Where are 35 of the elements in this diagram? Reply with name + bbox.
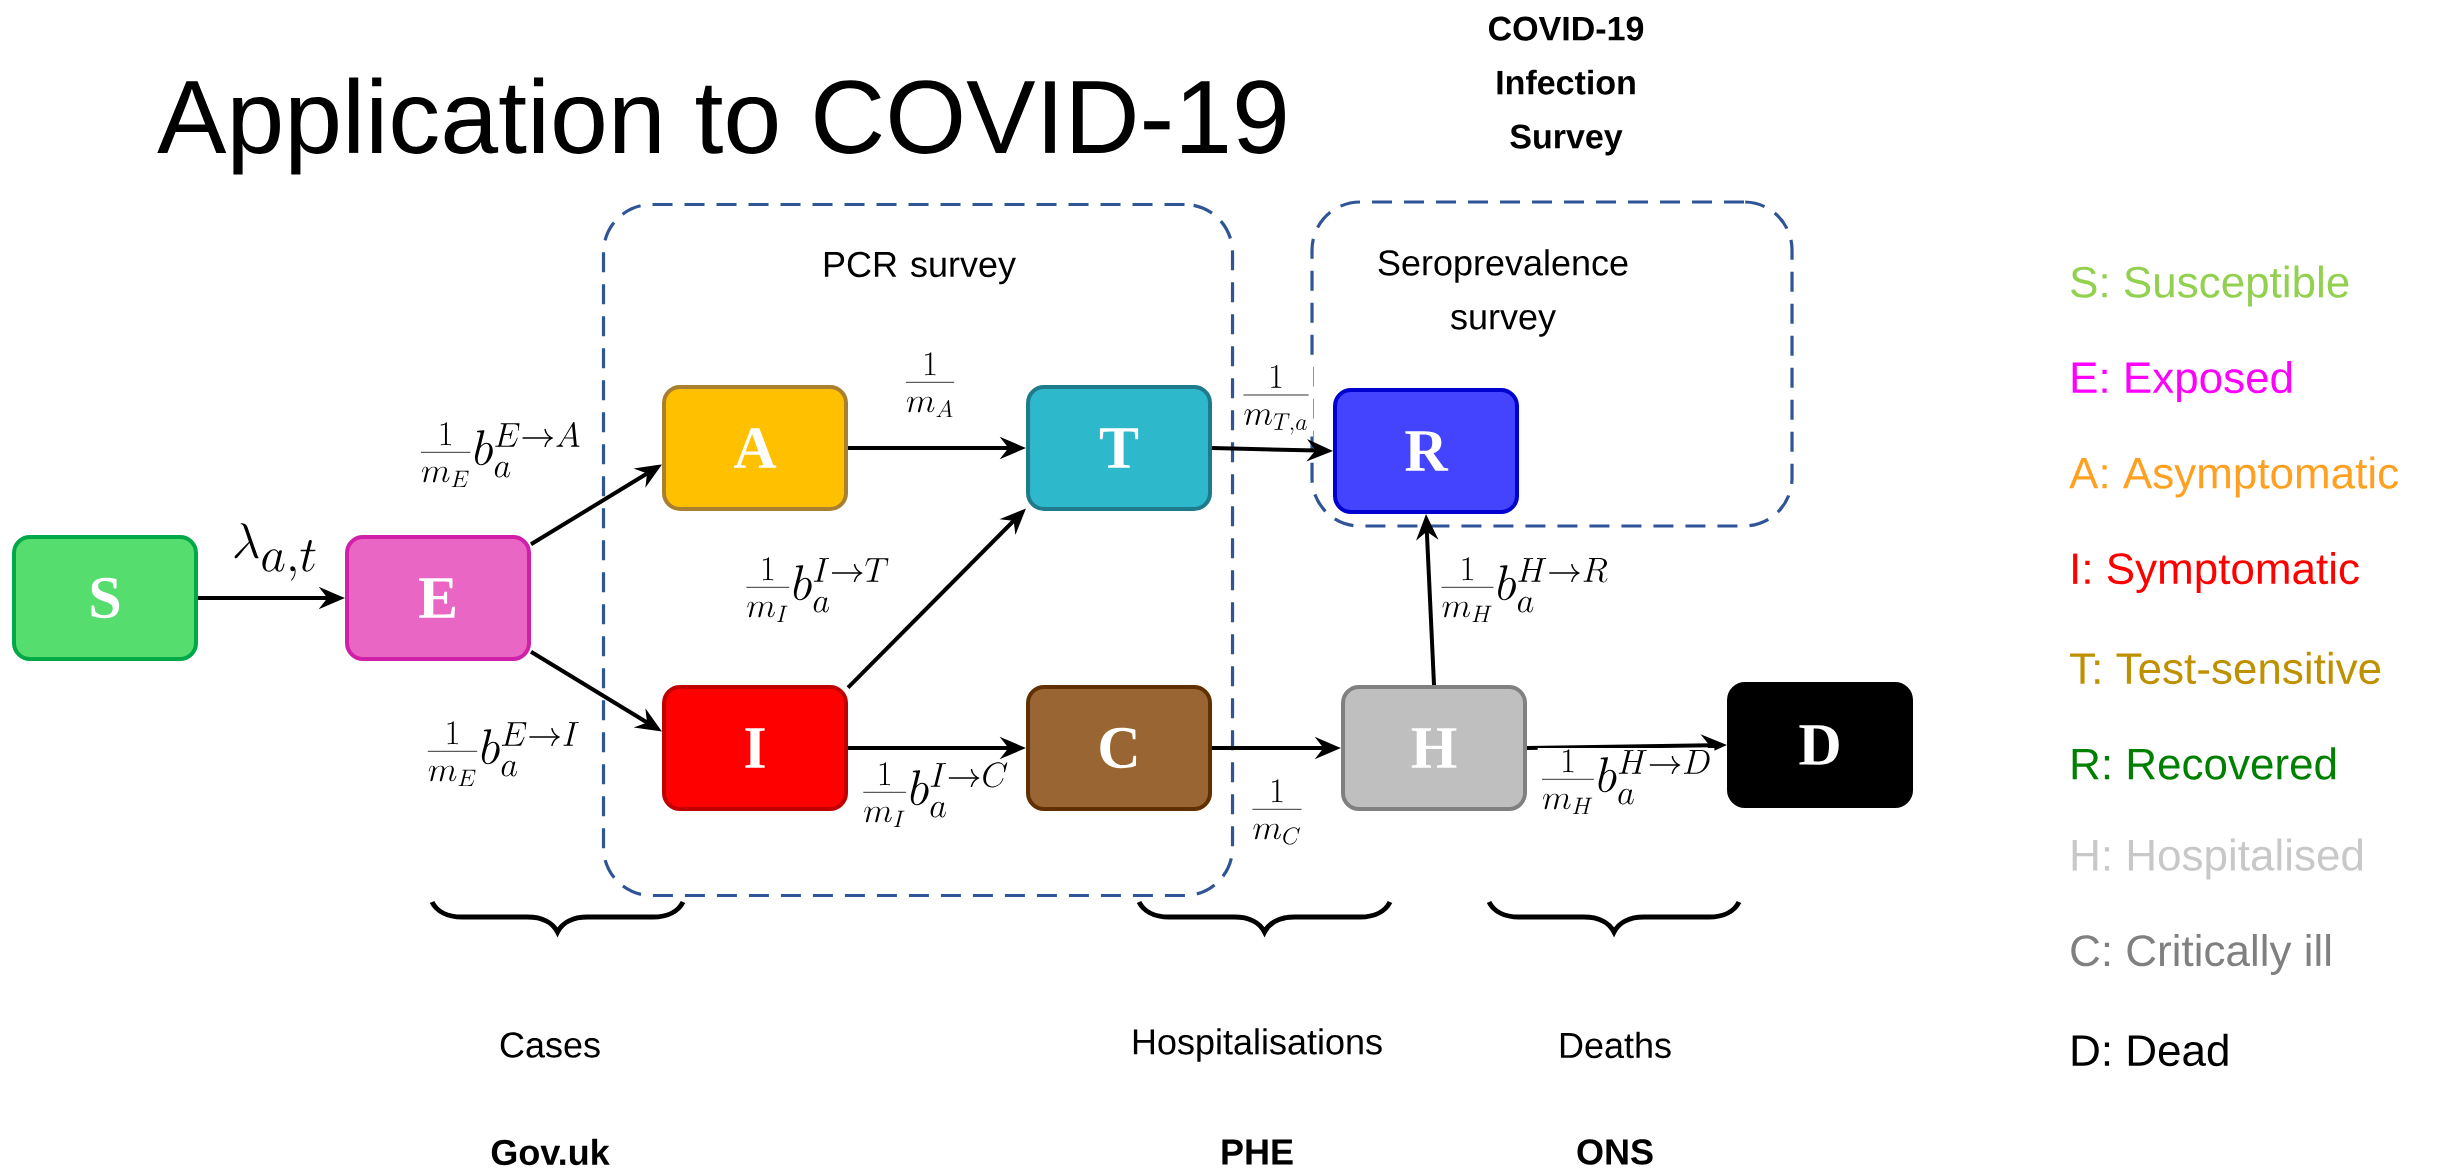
- edge-label: $\frac{1}{m_E} b_a^{E\rightarrow A}$: [416, 420, 584, 490]
- legend-entry: E: Exposed: [2072, 360, 2292, 402]
- legend-entry: D: Dead: [2072, 1033, 2228, 1067]
- state-box: I: [662, 685, 848, 811]
- data-label: Hospitalisations: [1133, 1028, 1382, 1062]
- legend-entry: C: Critically ill: [2071, 933, 2331, 975]
- edge-label: $\frac{1}{m_I} b_a^{I\rightarrow T}$: [741, 555, 893, 625]
- source-label: Gov.uk: [491, 1138, 610, 1166]
- edge-label: $\frac{1}{m_E} b_a^{E\rightarrow I}$: [423, 719, 583, 789]
- state-box: C: [1026, 685, 1212, 811]
- legend-entry: T: Test-sensitive: [2070, 651, 2381, 685]
- title: Application to COVID-19: [157, 77, 1285, 175]
- legend-entry: A: Asymptomatic: [2069, 456, 2398, 498]
- data-label: Cases: [500, 1032, 600, 1058]
- survey-heading: COVID-19 Infection Survey: [1489, 16, 1644, 156]
- state-box: E: [345, 535, 531, 661]
- legend-entry: S: Susceptible: [2071, 265, 2349, 307]
- source-label: ONS: [1577, 1139, 1653, 1165]
- edge-label: $\lambda_{a,t}$: [229, 521, 321, 583]
- state-box: A: [662, 385, 848, 511]
- edge-label: $\frac{1}{m_C}$: [1248, 777, 1306, 847]
- edge-label: $\frac{1}{m_H} b_a^{H\rightarrow D}$: [1537, 747, 1715, 817]
- state-box: H: [1341, 685, 1527, 811]
- state-box: R: [1333, 388, 1519, 514]
- state-box: T: [1026, 385, 1212, 511]
- state-box: S: [12, 535, 198, 661]
- source-label: PHE: [1222, 1139, 1293, 1165]
- edge-label: $\frac{1}{m_{T,a}}$: [1239, 363, 1313, 437]
- legend-entry: R: Recovered: [2072, 747, 2336, 780]
- legend-entry: I: Symptomatic: [2073, 551, 2359, 593]
- edge-label: $\frac{1}{m_A}$: [901, 350, 959, 420]
- edge-label: $\frac{1}{m_I} b_a^{I\rightarrow C}$: [858, 760, 1012, 830]
- data-label: Deaths: [1560, 1031, 1671, 1059]
- state-box: D: [1727, 682, 1913, 808]
- edge-label: $\frac{1}{m_H} b_a^{H\rightarrow R}$: [1437, 555, 1611, 625]
